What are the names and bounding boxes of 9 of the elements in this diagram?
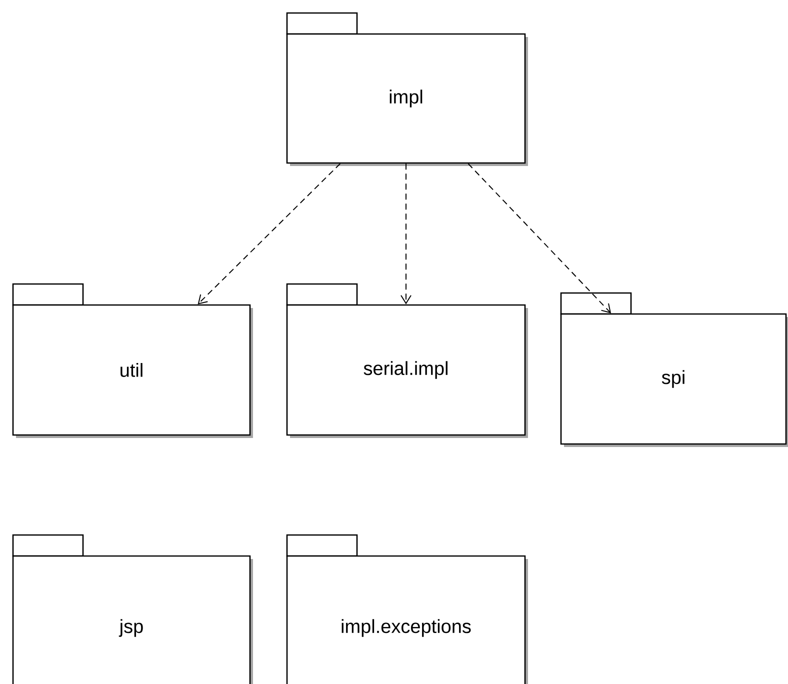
package-box: impl — [286, 12, 528, 166]
package-box: impl.exceptions — [286, 534, 528, 684]
arrow — [400, 163, 412, 304]
package-box: jsp — [12, 534, 253, 684]
package-box: serial.impl — [286, 283, 528, 438]
arrow — [468, 163, 612, 314]
arrow — [198, 163, 341, 304]
package-box: spi — [560, 292, 788, 447]
package-box: util — [12, 283, 253, 438]
